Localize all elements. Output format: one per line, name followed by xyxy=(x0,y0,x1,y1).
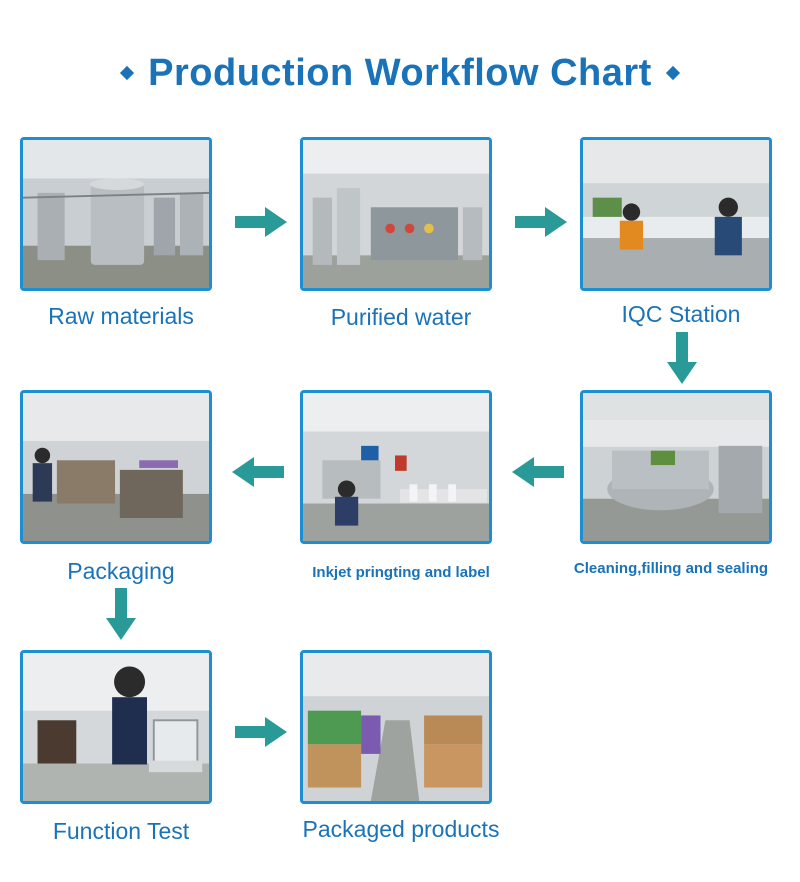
step-label-packaged-products: Packaged products xyxy=(302,816,500,842)
arrow-right-icon xyxy=(235,207,287,237)
step-label-cleaning-filling-sealing: Cleaning,filling and sealing xyxy=(573,560,769,577)
step-label-purified-water: Purified water xyxy=(330,304,472,330)
step-label-raw-materials: Raw materials xyxy=(48,303,194,329)
packaging-photo xyxy=(20,390,212,544)
step-label-function-test: Function Test xyxy=(52,818,190,844)
page-title: Production Workflow Chart xyxy=(148,51,652,94)
arrow-left-icon xyxy=(232,457,284,487)
iqc-station-photo xyxy=(580,137,772,291)
step-label-iqc-station: IQC Station xyxy=(621,301,741,327)
raw-materials-photo xyxy=(20,137,212,291)
inkjet-printing-photo xyxy=(300,390,492,544)
diamond-icon-right xyxy=(665,65,680,81)
purified-water-photo xyxy=(300,137,492,291)
arrow-right-icon xyxy=(235,717,287,747)
arrow-down-icon xyxy=(106,588,136,640)
arrow-left-icon xyxy=(512,457,564,487)
title-row: Production Workflow Chart xyxy=(0,48,800,98)
step-label-inkjet-printing: Inkjet pringting and label xyxy=(312,564,490,581)
arrow-right-icon xyxy=(515,207,567,237)
filling-sealing-photo xyxy=(580,390,772,544)
step-label-packaging: Packaging xyxy=(67,558,175,584)
diamond-icon-left xyxy=(120,65,135,81)
function-test-photo xyxy=(20,650,212,804)
arrow-down-icon xyxy=(667,332,697,384)
packaged-products-photo xyxy=(300,650,492,804)
